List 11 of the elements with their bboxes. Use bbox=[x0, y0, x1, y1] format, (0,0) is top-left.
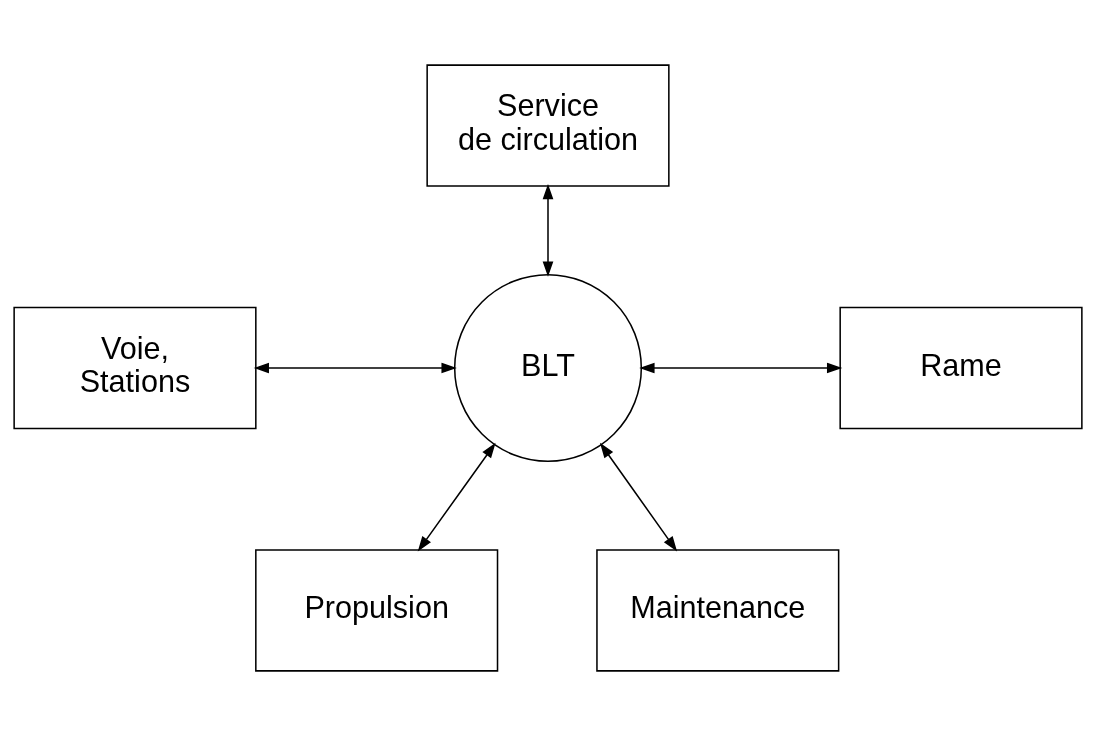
arrow bbox=[599, 442, 678, 552]
node-circle: BLT bbox=[453, 273, 643, 462]
node-box: Voie, Stations bbox=[13, 306, 257, 429]
node-box: Maintenance bbox=[596, 548, 840, 672]
node-box: Propulsion bbox=[255, 548, 499, 672]
arrow bbox=[253, 362, 457, 373]
arrow bbox=[542, 183, 554, 277]
node-box: Rame bbox=[839, 306, 1083, 429]
arrow bbox=[639, 362, 843, 373]
arrow bbox=[417, 442, 496, 552]
node-box: Service de circulation bbox=[426, 63, 670, 187]
